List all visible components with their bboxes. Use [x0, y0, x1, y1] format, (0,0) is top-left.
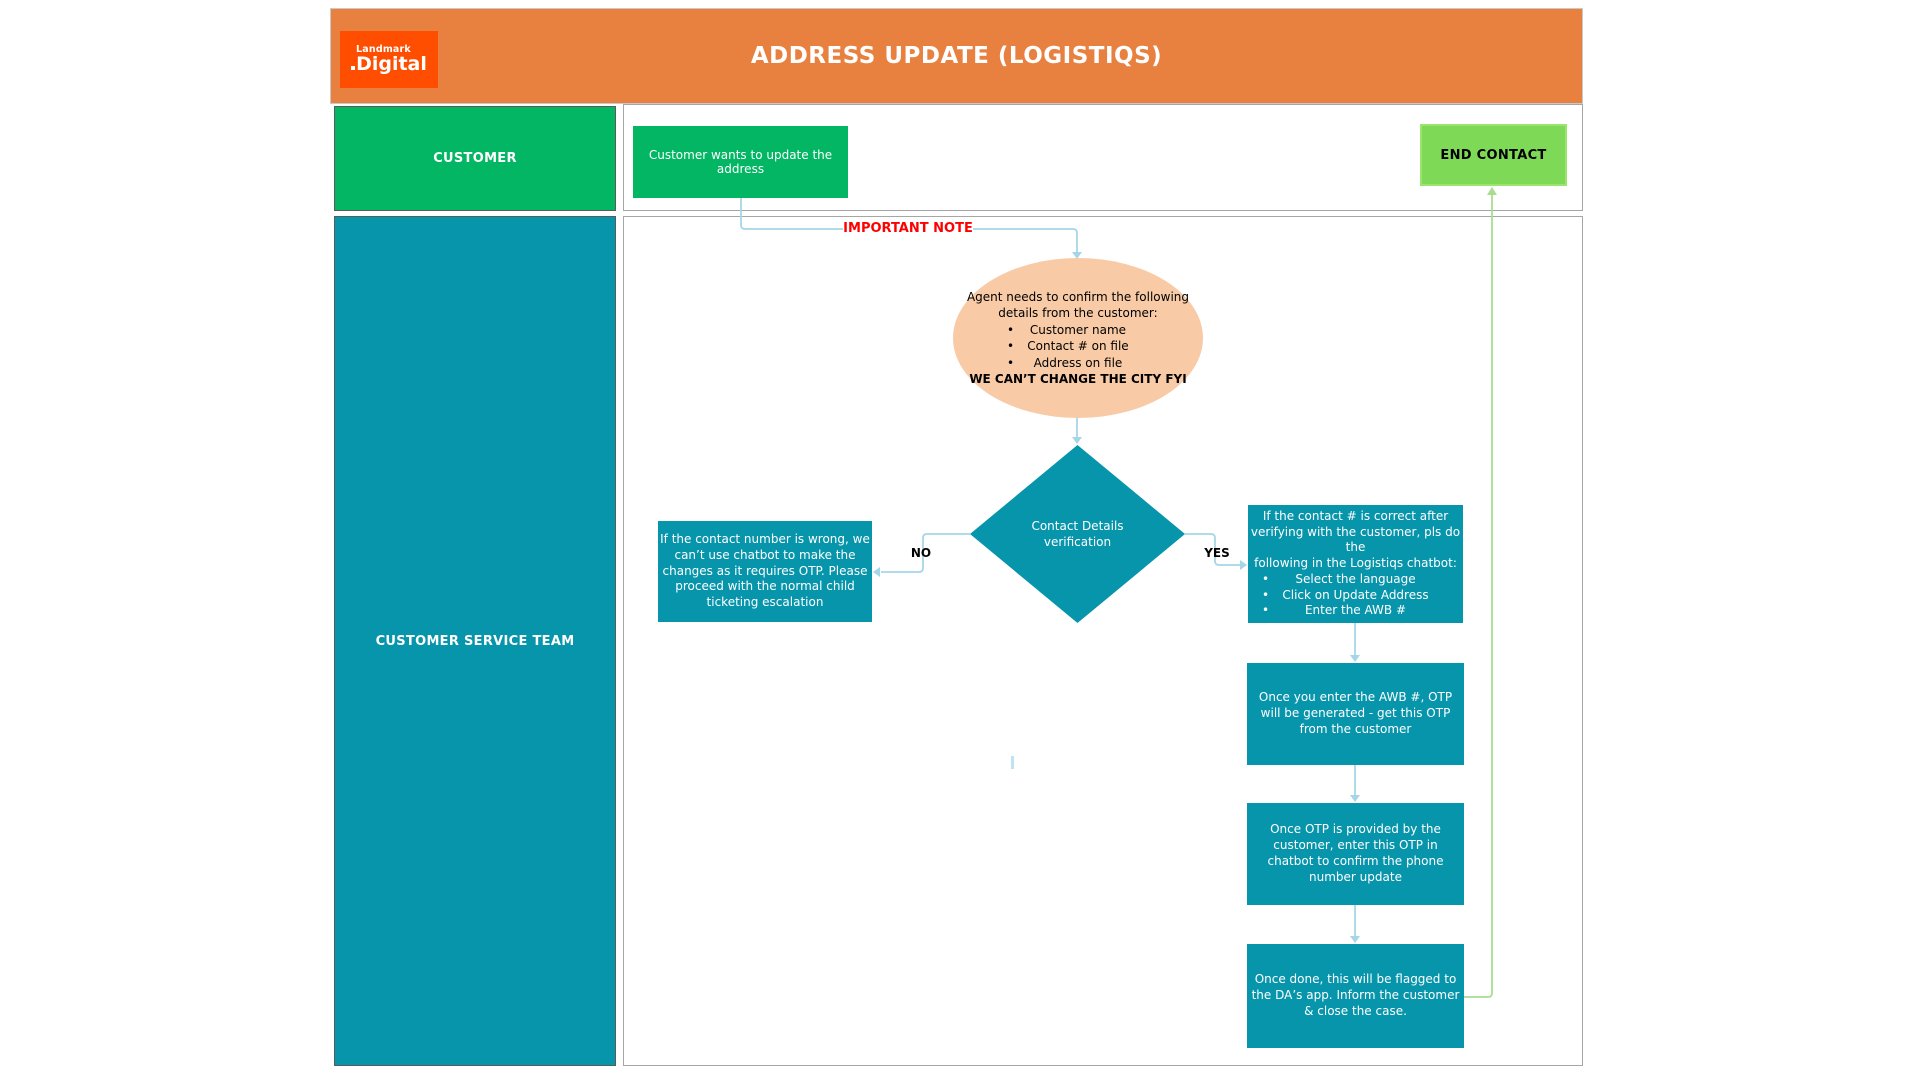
yes-step1-box: If the contact # is correct after verify…	[1248, 505, 1463, 623]
yes-bullet-2: •Click on Update Address	[1262, 587, 1429, 602]
logo-line2: Digital	[351, 54, 427, 75]
lane-label-customer: CUSTOMER	[334, 106, 616, 211]
stray-cursor-artifact	[1011, 756, 1014, 769]
yes-intro-line1: If the contact # is correct after	[1262, 509, 1449, 524]
note-bullet-3: •Address on file	[1007, 355, 1123, 370]
decision-label: Contact Details verification	[1031, 518, 1124, 549]
decision-diamond: Contact Details verification	[970, 445, 1185, 623]
note-bullet-1: •Customer name	[1007, 322, 1127, 337]
yes-bullet-1: •Select the language	[1262, 571, 1416, 586]
header-bar: ADDRESS UPDATE (LOGISTIQS)	[330, 8, 1583, 104]
lane-label-customer-service-team: CUSTOMER SERVICE TEAM	[334, 216, 616, 1066]
end-contact-node: END CONTACT	[1420, 124, 1567, 186]
step3-box: Once OTP is provided by the customer, en…	[1247, 803, 1464, 905]
bullet-icon: •	[1262, 603, 1270, 618]
branch-label-no: NO	[910, 546, 932, 560]
bullet-icon: •	[1007, 322, 1015, 337]
note-ellipse: Agent needs to confirm the following det…	[953, 258, 1203, 418]
bullet-icon: •	[1007, 355, 1015, 370]
brand-logo: Landmark Digital	[340, 31, 438, 88]
no-result-box: If the contact number is wrong, we can’t…	[658, 521, 872, 622]
branch-label-yes: YES	[1204, 546, 1230, 560]
yes-intro-line3: following in the Logistiqs chatbot:	[1254, 556, 1457, 571]
note-bullet-2: •Contact # on file	[1007, 339, 1129, 353]
step2-box: Once you enter the AWB #, OTP will be ge…	[1247, 663, 1464, 765]
yes-bullet-3: •Enter the AWB #	[1262, 603, 1407, 618]
note-intro-line1: Agent needs to confirm the following	[966, 289, 1190, 304]
yes-intro-line2: verifying with the customer, pls do the	[1250, 524, 1461, 555]
logo-dot-icon	[351, 65, 356, 70]
bullet-icon: •	[1262, 587, 1270, 602]
note-bold-line: WE CAN’T CHANGE THE CITY FYI	[969, 372, 1187, 386]
step4-box: Once done, this will be flagged to the D…	[1247, 944, 1464, 1048]
page-title: ADDRESS UPDATE (LOGISTIQS)	[750, 43, 1163, 69]
important-note-label: IMPORTANT NOTE	[843, 221, 973, 237]
logo-line1: Landmark	[356, 43, 411, 55]
note-intro-line2: details from the customer:	[998, 306, 1158, 320]
start-node: Customer wants to update the address	[633, 126, 848, 198]
bullet-icon: •	[1262, 571, 1270, 586]
bullet-icon: •	[1007, 339, 1015, 353]
